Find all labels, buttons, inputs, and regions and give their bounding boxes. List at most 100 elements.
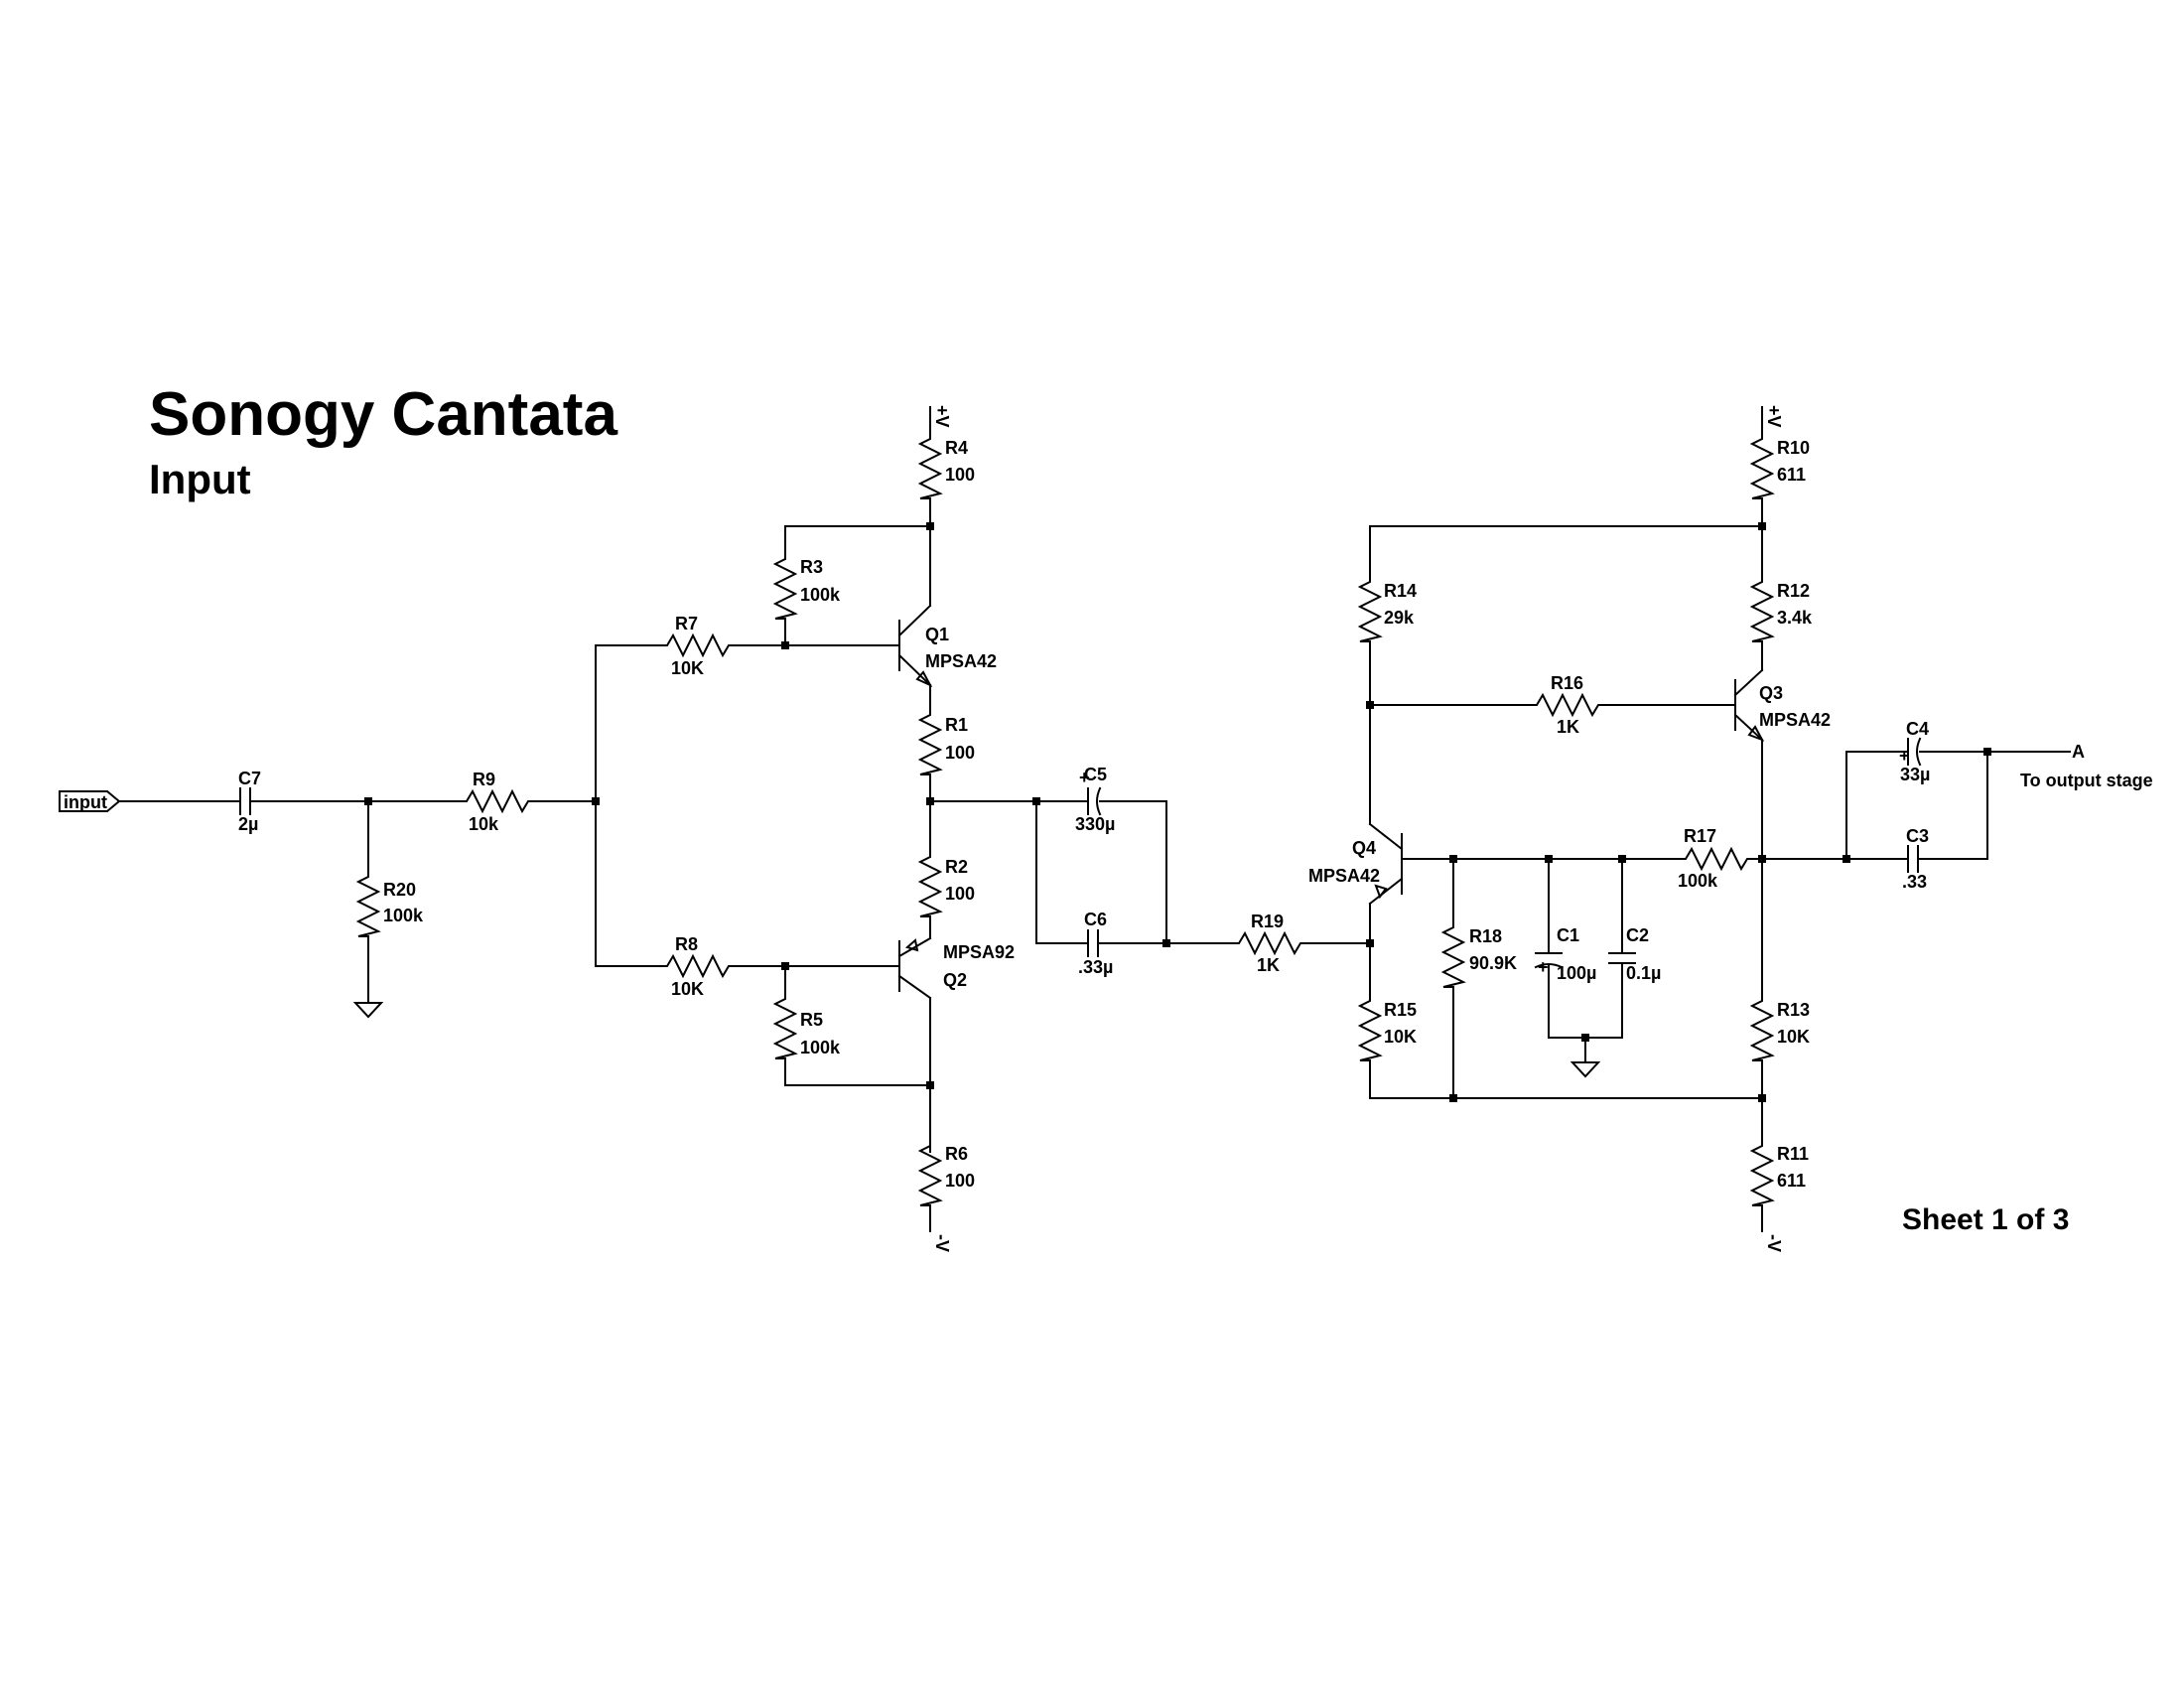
svg-text:C6: C6 bbox=[1084, 910, 1107, 929]
svg-text:1K: 1K bbox=[1257, 955, 1280, 975]
svg-text:R10: R10 bbox=[1777, 438, 1810, 458]
capacitor-c4: + C4 33µ bbox=[1899, 719, 1930, 784]
transistor-q2: MPSA92 Q2 bbox=[885, 936, 1015, 1000]
svg-text:0.1µ: 0.1µ bbox=[1626, 963, 1661, 983]
svg-text:330µ: 330µ bbox=[1075, 814, 1115, 834]
svg-text:.33µ: .33µ bbox=[1078, 957, 1113, 977]
svg-text:R7: R7 bbox=[675, 614, 698, 633]
svg-text:C5: C5 bbox=[1084, 765, 1107, 784]
supply-neg-left: -V bbox=[932, 1234, 952, 1252]
svg-text:MPSA92: MPSA92 bbox=[943, 942, 1015, 962]
svg-text:-V: -V bbox=[1764, 1234, 1784, 1252]
svg-text:R1: R1 bbox=[945, 715, 968, 735]
resistor-r16: R16 1K bbox=[1528, 673, 1607, 737]
output-port[interactable]: A To output stage bbox=[2020, 742, 2153, 790]
svg-text:R5: R5 bbox=[800, 1010, 823, 1030]
svg-text:100: 100 bbox=[945, 743, 975, 763]
svg-text:10K: 10K bbox=[1384, 1027, 1417, 1047]
transistor-q3: Q3 MPSA42 bbox=[1726, 668, 1831, 742]
svg-text:+: + bbox=[1079, 768, 1090, 787]
schematic-subtitle: Input bbox=[149, 456, 251, 502]
svg-text:MPSA42: MPSA42 bbox=[1759, 710, 1831, 730]
svg-text:+V: +V bbox=[1764, 405, 1784, 428]
transistor-q4: Q4 MPSA42 bbox=[1308, 822, 1454, 906]
resistor-r6: R6 100 bbox=[919, 1139, 975, 1212]
svg-text:1K: 1K bbox=[1557, 717, 1579, 737]
svg-text:611: 611 bbox=[1777, 1171, 1806, 1191]
resistor-r5: R5 100k bbox=[774, 992, 841, 1065]
resistor-r10: R10 611 bbox=[1751, 432, 1810, 505]
svg-text:33µ: 33µ bbox=[1900, 765, 1930, 784]
svg-text:100k: 100k bbox=[383, 906, 424, 925]
ground-symbol bbox=[352, 1002, 384, 1019]
svg-text:R9: R9 bbox=[473, 770, 495, 789]
supply-pos-left: +V bbox=[932, 405, 952, 428]
svg-text:Q3: Q3 bbox=[1759, 683, 1783, 703]
resistor-r12: R12 3.4k bbox=[1751, 575, 1813, 648]
svg-text:100: 100 bbox=[945, 884, 975, 904]
supply-neg-right: -V bbox=[1764, 1234, 1784, 1252]
svg-text:Q1: Q1 bbox=[925, 625, 949, 644]
svg-text:10K: 10K bbox=[1777, 1027, 1810, 1047]
svg-text:To output stage: To output stage bbox=[2020, 771, 2153, 790]
transistor-q1: Q1 MPSA42 bbox=[885, 604, 997, 688]
resistor-r11: R11 611 bbox=[1751, 1139, 1809, 1212]
svg-text:+V: +V bbox=[932, 405, 952, 428]
svg-text:100k: 100k bbox=[1678, 871, 1718, 891]
ground-symbol-2 bbox=[1570, 1061, 1601, 1078]
svg-text:C7: C7 bbox=[238, 769, 261, 788]
resistor-r17 bbox=[1677, 846, 1756, 872]
input-port-label: input bbox=[64, 792, 107, 812]
svg-text:3.4k: 3.4k bbox=[1777, 608, 1813, 628]
sheet-number: Sheet 1 of 3 bbox=[1902, 1203, 2069, 1236]
svg-text:R11: R11 bbox=[1777, 1144, 1809, 1164]
svg-text:100k: 100k bbox=[800, 1038, 841, 1057]
svg-text:.33: .33 bbox=[1902, 872, 1927, 892]
svg-text:R3: R3 bbox=[800, 557, 823, 577]
svg-text:MPSA42: MPSA42 bbox=[1308, 866, 1380, 886]
svg-text:10k: 10k bbox=[469, 814, 499, 834]
svg-text:A: A bbox=[2072, 742, 2085, 762]
svg-text:R12: R12 bbox=[1777, 581, 1810, 601]
resistor-r7: R7 10K bbox=[658, 614, 738, 678]
svg-text:R4: R4 bbox=[945, 438, 968, 458]
svg-text:90.9K: 90.9K bbox=[1469, 953, 1517, 973]
resistor-r9: R9 10k bbox=[458, 770, 537, 834]
svg-text:10K: 10K bbox=[671, 658, 704, 678]
resistor-r2: R2 100 bbox=[919, 850, 975, 923]
resistor-r14: R14 29k bbox=[1359, 575, 1417, 648]
svg-text:R17: R17 bbox=[1684, 826, 1716, 846]
svg-text:R8: R8 bbox=[675, 934, 698, 954]
svg-text:611: 611 bbox=[1777, 465, 1806, 485]
svg-text:R14: R14 bbox=[1384, 581, 1417, 601]
svg-text:Q4: Q4 bbox=[1352, 838, 1376, 858]
svg-text:C4: C4 bbox=[1906, 719, 1929, 739]
resistor-r3: R3 100k bbox=[774, 552, 841, 626]
svg-text:2µ: 2µ bbox=[238, 814, 258, 834]
svg-text:R6: R6 bbox=[945, 1144, 968, 1164]
svg-text:+: + bbox=[1538, 957, 1549, 977]
svg-text:100µ: 100µ bbox=[1557, 963, 1596, 983]
resistor-r13: R13 10K bbox=[1751, 994, 1810, 1067]
svg-text:R2: R2 bbox=[945, 857, 968, 877]
svg-text:MPSA42: MPSA42 bbox=[925, 651, 997, 671]
svg-text:100k: 100k bbox=[800, 585, 841, 605]
supply-pos-right: +V bbox=[1764, 405, 1784, 428]
capacitor-c1: + C1 100µ bbox=[1534, 925, 1596, 983]
svg-text:C3: C3 bbox=[1906, 826, 1929, 846]
svg-text:100: 100 bbox=[945, 1171, 975, 1191]
resistor-r18: R18 90.9K bbox=[1442, 920, 1517, 994]
schematic-title: Sonogy Cantata bbox=[149, 380, 617, 449]
svg-text:C2: C2 bbox=[1626, 925, 1649, 945]
svg-text:R18: R18 bbox=[1469, 926, 1502, 946]
svg-text:29k: 29k bbox=[1384, 608, 1415, 628]
svg-text:R20: R20 bbox=[383, 880, 416, 900]
capacitor-c6: C6 .33µ bbox=[1078, 910, 1113, 977]
resistor-r20: R20 100k bbox=[357, 870, 424, 943]
svg-text:-V: -V bbox=[932, 1234, 952, 1252]
input-port[interactable]: input bbox=[59, 790, 121, 812]
svg-text:C1: C1 bbox=[1557, 925, 1579, 945]
svg-text:Q2: Q2 bbox=[943, 970, 967, 990]
svg-text:R13: R13 bbox=[1777, 1000, 1810, 1020]
